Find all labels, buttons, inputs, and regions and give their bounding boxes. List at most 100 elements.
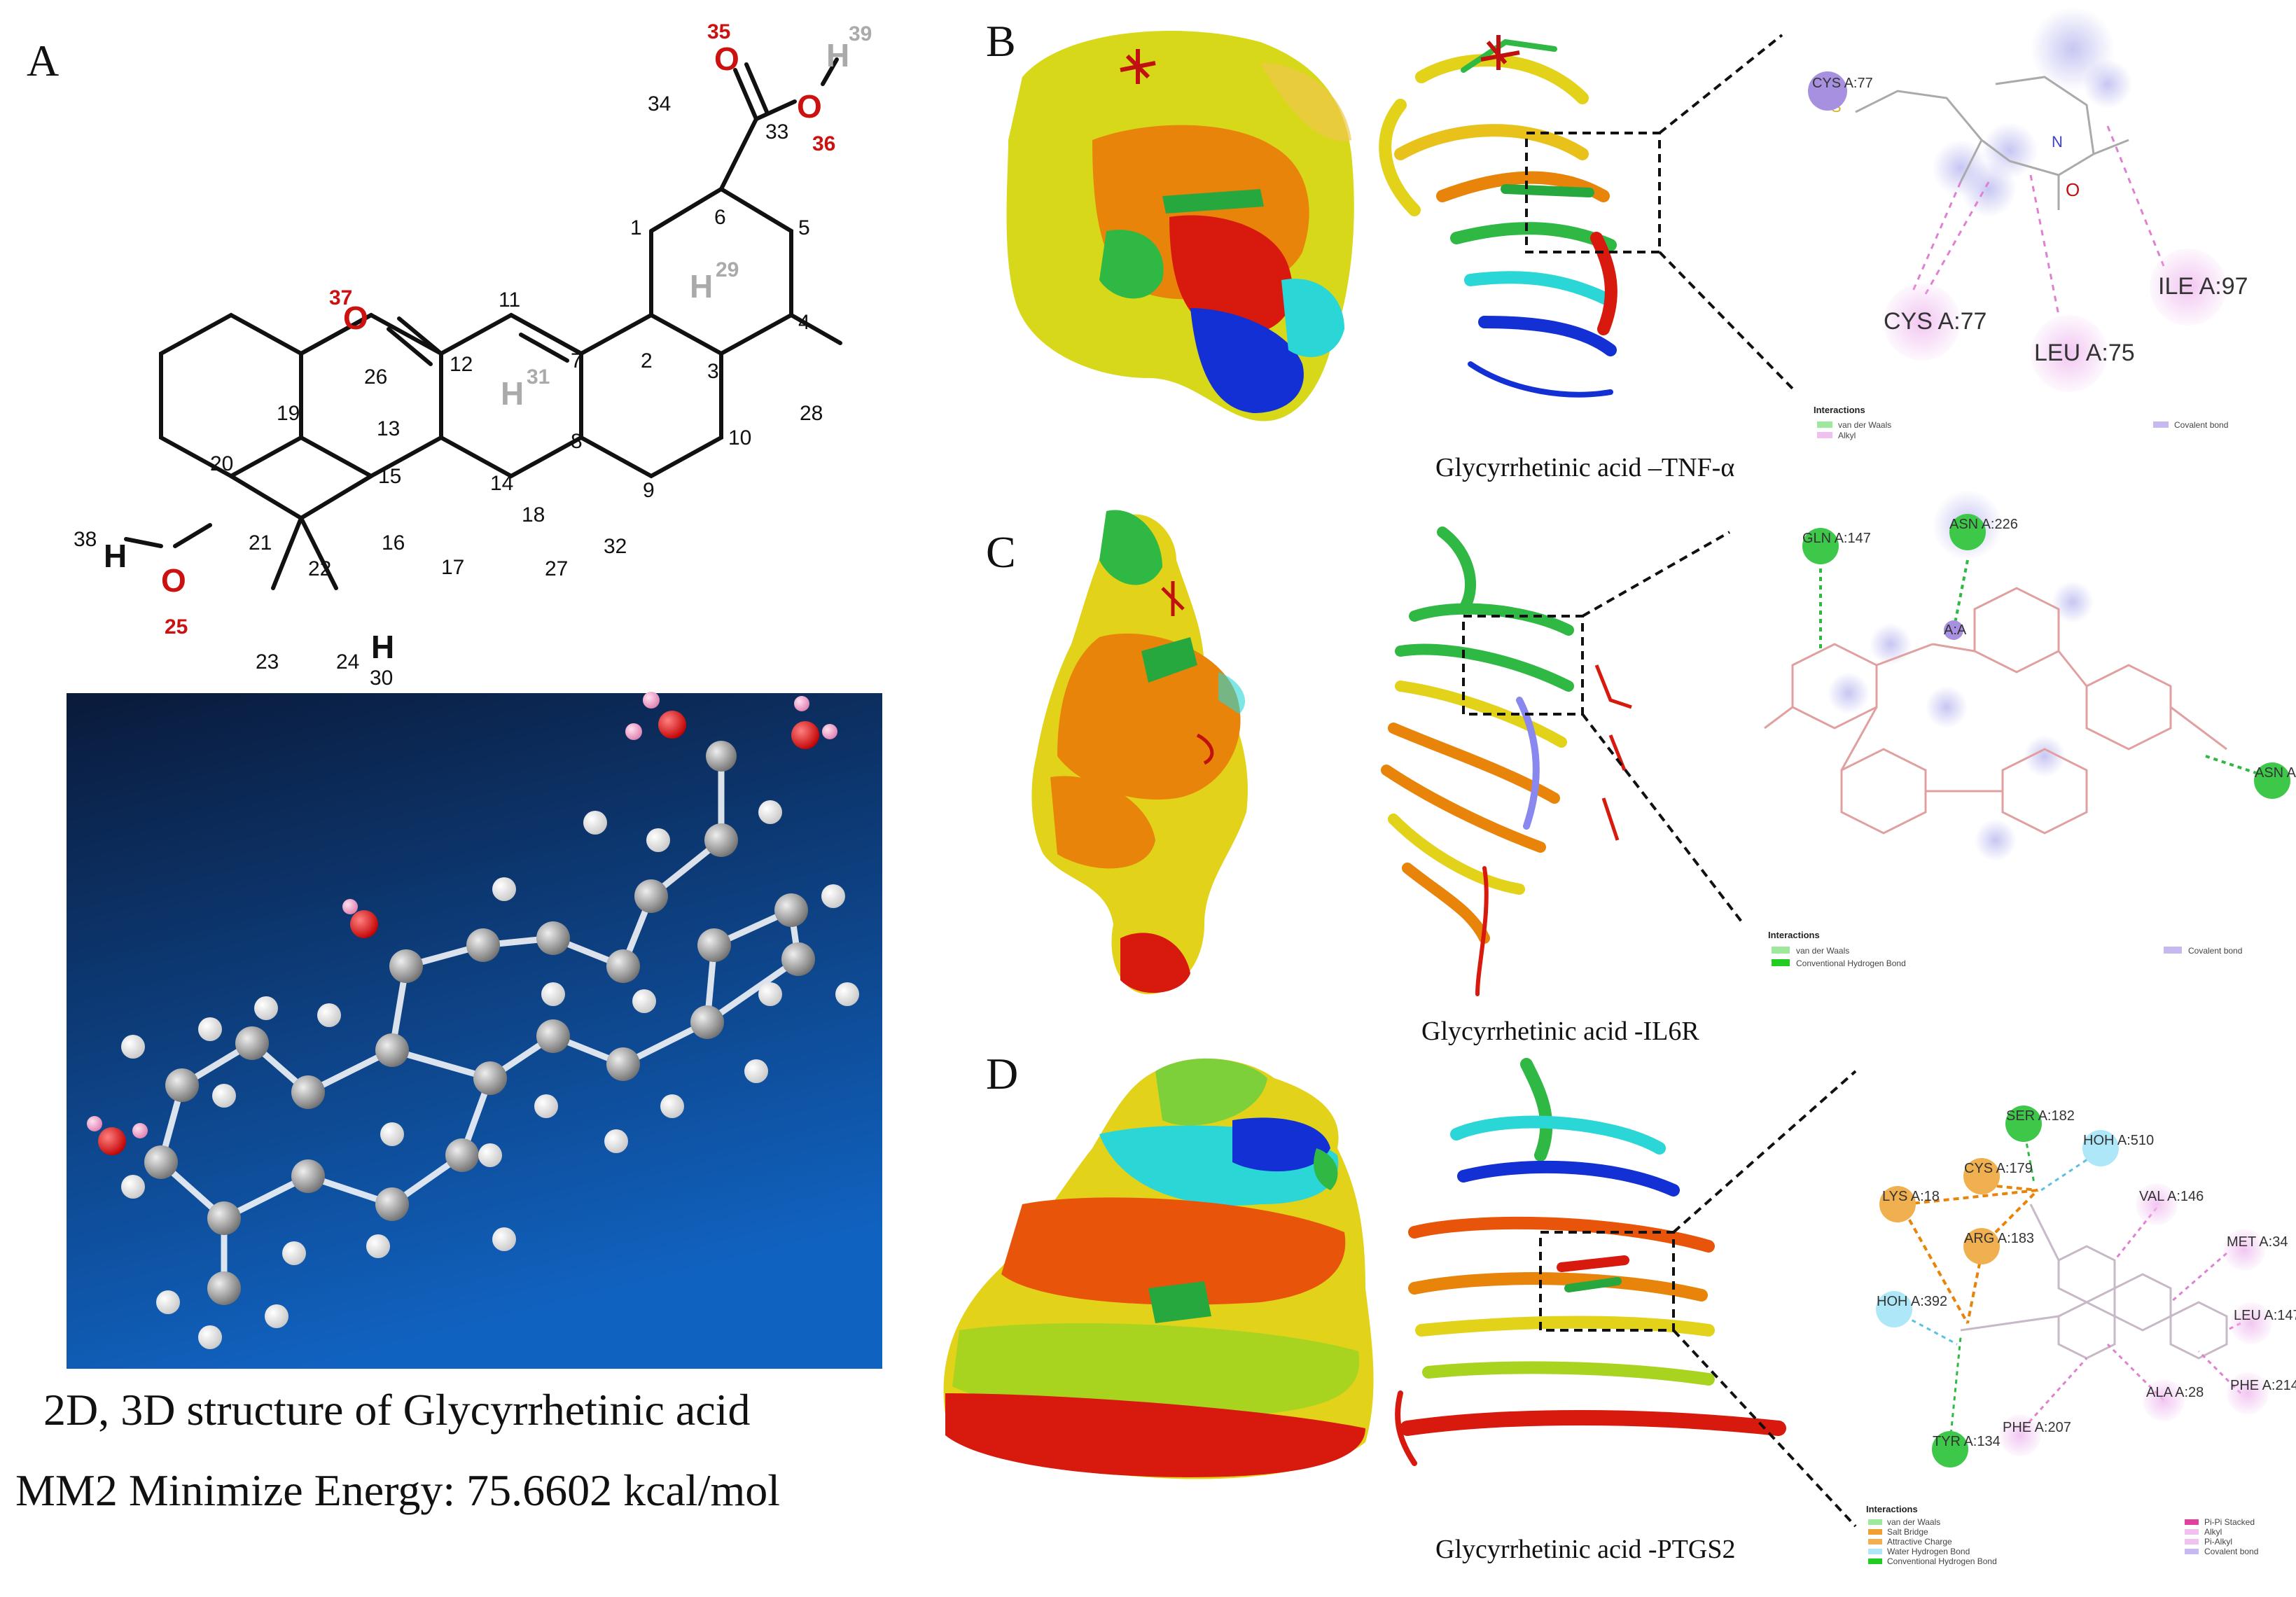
panel-b: B Glyc — [986, 7, 2248, 482]
c22-c24 — [299, 516, 338, 590]
c3-c28 — [789, 313, 842, 345]
ring-b — [299, 312, 443, 479]
structure-2d-left — [299, 313, 373, 356]
asn-a226-node — [1949, 514, 1986, 550]
o36-number: 36 — [812, 132, 835, 155]
res-d-0: SER A:182 — [2006, 1108, 2075, 1124]
il6r-ribbon — [1381, 526, 1574, 996]
atoms-3d — [87, 692, 859, 1349]
tnf-ribbon — [1379, 39, 1617, 398]
o25-label: O — [161, 562, 186, 599]
o25-number: 25 — [165, 615, 188, 639]
svg-text:van der Waals: van der Waals — [1838, 420, 1891, 430]
ptgs2-ribbon — [1395, 1058, 1786, 1466]
svg-text:Pi-Alkyl: Pi-Alkyl — [2204, 1537, 2232, 1547]
ring-e — [649, 186, 793, 356]
svg-text:13: 13 — [377, 417, 400, 440]
tnf-interaction-2d: S N O CYS A:77 CYS A:77 LEU A:75 ILE A:9… — [1808, 7, 2248, 440]
res-c-3: A:A — [1944, 622, 1967, 638]
svg-text:27: 27 — [545, 557, 568, 580]
ptgs2-interaction-2d: SER A:182 HOH A:510 CYS A:179 LYS A:18 A… — [1866, 1106, 2296, 1566]
svg-text:16: 16 — [382, 531, 405, 555]
panel-d-caption: Glycyrrhetinic acid -PTGS2 — [1435, 1535, 1735, 1564]
res-c-0: GLN A:147 — [1802, 531, 1871, 546]
c6-c33 — [719, 117, 758, 191]
res-d-4: ARG A:183 — [1964, 1231, 2034, 1246]
svg-text:Alkyl: Alkyl — [2204, 1527, 2222, 1537]
asn-a110-node — [2254, 762, 2290, 799]
h39-number: 39 — [849, 22, 872, 46]
panel-c: C Glycyrrhetinic acid - — [986, 490, 2296, 1046]
ring-d — [579, 313, 723, 479]
res-c-2: ASN A:110 — [2255, 765, 2296, 781]
o25-h38 — [124, 537, 163, 548]
svg-text:23: 23 — [256, 650, 279, 674]
c33-o36 — [754, 99, 797, 121]
svg-text:Conventional Hydrogen Bond: Conventional Hydrogen Bond — [1887, 1556, 1997, 1566]
svg-text:28: 28 — [800, 402, 823, 425]
svg-text:van der Waals: van der Waals — [1796, 946, 1849, 956]
svg-text:22: 22 — [308, 557, 331, 580]
caption-line-1: 2D, 3D structure of Glycyrrhetinic acid — [43, 1385, 750, 1435]
svg-text:Conventional Hydrogen Bond: Conventional Hydrogen Bond — [1796, 958, 1906, 968]
svg-text:15: 15 — [378, 465, 401, 488]
panel-b-caption: Glycyrrhetinic acid –TNF-α — [1435, 453, 1734, 482]
o36-label: O — [797, 88, 822, 125]
double-bond-inner — [519, 333, 569, 363]
ring-a — [159, 312, 303, 479]
res-d-7: HOH A:392 — [1877, 1294, 1947, 1309]
res-b-3: ILE A:97 — [2158, 273, 2248, 300]
res-d-12: PHE A:214 — [2230, 1378, 2296, 1393]
svg-text:Water Hydrogen Bond: Water Hydrogen Bond — [1887, 1547, 1970, 1556]
h38-label: H — [104, 538, 127, 574]
il6r-interaction-2d: GLN A:147 ASN A:226 ASN A:110 A:A Intera… — [1764, 490, 2296, 968]
svg-text:9: 9 — [643, 479, 655, 502]
double-bond-11-7 — [509, 313, 583, 356]
covalent-node — [1944, 620, 1963, 640]
carbon-numbers: 1 2 3 4 5 6 7 8 9 10 11 12 13 14 15 16 1… — [210, 92, 823, 674]
il6r-surface — [1031, 510, 1248, 994]
svg-text:6: 6 — [714, 206, 726, 229]
c12-o37 — [397, 316, 443, 356]
res-b-1: CYS A:77 — [1884, 308, 1987, 335]
panel-d-letter: D — [986, 1049, 1018, 1099]
panel-b-letter: B — [986, 16, 1016, 66]
c33-o35 — [733, 68, 758, 121]
cys-a77-top-node — [1808, 71, 1847, 111]
c33-o35-2 — [744, 62, 770, 116]
svg-text:Alkyl: Alkyl — [1838, 431, 1856, 440]
svg-text:Interactions: Interactions — [1768, 930, 1820, 940]
res-d-8: LEU A:147 — [2234, 1308, 2296, 1323]
h29-number: 29 — [716, 258, 739, 281]
svg-text:2: 2 — [641, 349, 653, 372]
svg-text:20: 20 — [210, 452, 233, 475]
svg-text:34: 34 — [648, 92, 671, 116]
h38-number: 38 — [74, 528, 97, 551]
svg-text:7: 7 — [571, 349, 583, 372]
o37-label: O — [343, 300, 368, 336]
res-d-6: MET A:34 — [2227, 1234, 2288, 1250]
svg-text:Pi-Pi Stacked: Pi-Pi Stacked — [2204, 1517, 2255, 1527]
svg-text:Covalent bond: Covalent bond — [2188, 946, 2242, 956]
h30-number: 30 — [370, 667, 393, 690]
res-d-10: PHE A:207 — [2003, 1420, 2071, 1435]
svg-text:Interactions: Interactions — [1814, 405, 1865, 415]
svg-text:Salt Bridge: Salt Bridge — [1887, 1527, 1928, 1537]
svg-text:5: 5 — [798, 216, 810, 239]
svg-text:N: N — [2052, 133, 2063, 151]
svg-text:Attractive Charge: Attractive Charge — [1887, 1537, 1952, 1547]
svg-text:Covalent bond: Covalent bond — [2174, 420, 2228, 430]
res-d-3: LYS A:18 — [1882, 1189, 1940, 1204]
ile-a97-node — [2150, 249, 2227, 326]
svg-text:32: 32 — [604, 535, 627, 558]
svg-text:van der Waals: van der Waals — [1887, 1517, 1940, 1527]
svg-text:19: 19 — [277, 402, 300, 425]
tnf-surface — [1006, 31, 1354, 421]
svg-text:4: 4 — [798, 311, 810, 334]
gln-a147-node — [1802, 528, 1839, 564]
o35-number: 35 — [707, 20, 730, 43]
panel-a-letter: A — [27, 36, 59, 85]
c22-c23 — [271, 516, 303, 590]
cys-a77-node — [1884, 284, 1961, 361]
